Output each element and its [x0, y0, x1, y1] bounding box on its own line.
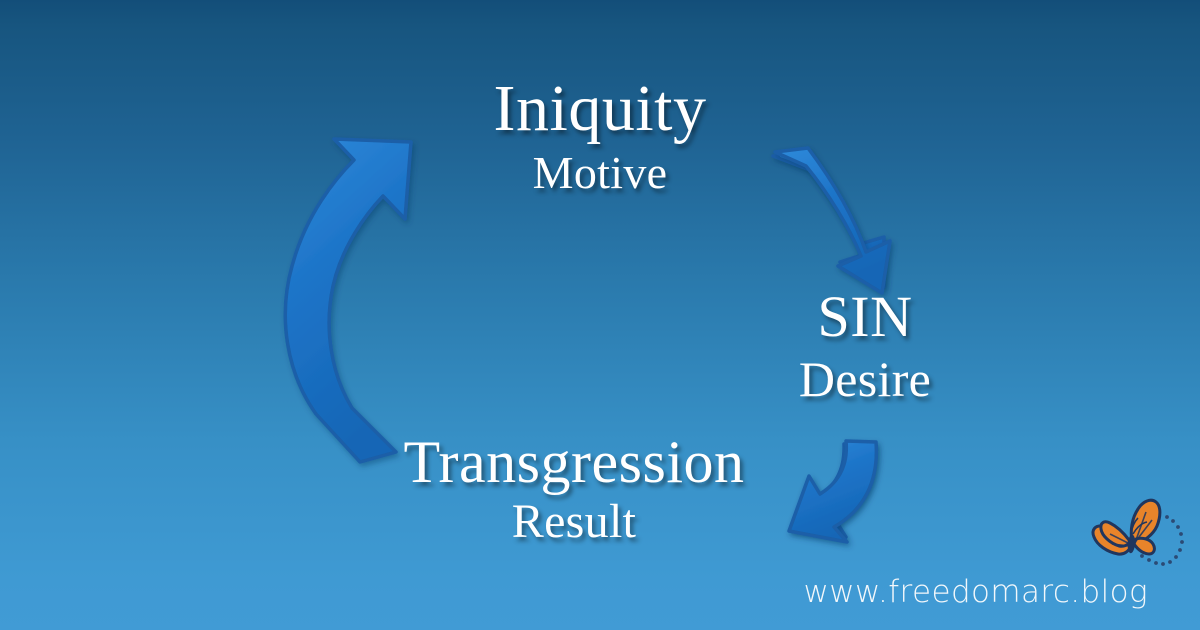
brand-footer: www.freedomarc.blog	[804, 577, 1148, 608]
website-url[interactable]: www.freedomarc.blog	[803, 574, 1148, 610]
node-subtitle-motive: Motive	[532, 147, 668, 198]
cycle-node-sin: SIN Desire	[600, 284, 1130, 407]
arrow-iniquity-to-sin-shape	[773, 146, 892, 295]
node-subtitle-result: Result	[511, 495, 637, 548]
cycle-node-transgression: Transgression Result	[74, 432, 1074, 546]
arrow-transgression-to-iniquity	[283, 137, 413, 464]
node-title-iniquity: Iniquity	[493, 72, 707, 145]
node-title-transgression: Transgression	[403, 429, 745, 495]
arrow-sin-to-transgression-shape	[787, 439, 879, 544]
node-subtitle-desire: Desire	[798, 351, 932, 407]
cycle-node-iniquity: Iniquity Motive	[0, 76, 1200, 196]
node-title-sin: SIN	[817, 284, 913, 349]
